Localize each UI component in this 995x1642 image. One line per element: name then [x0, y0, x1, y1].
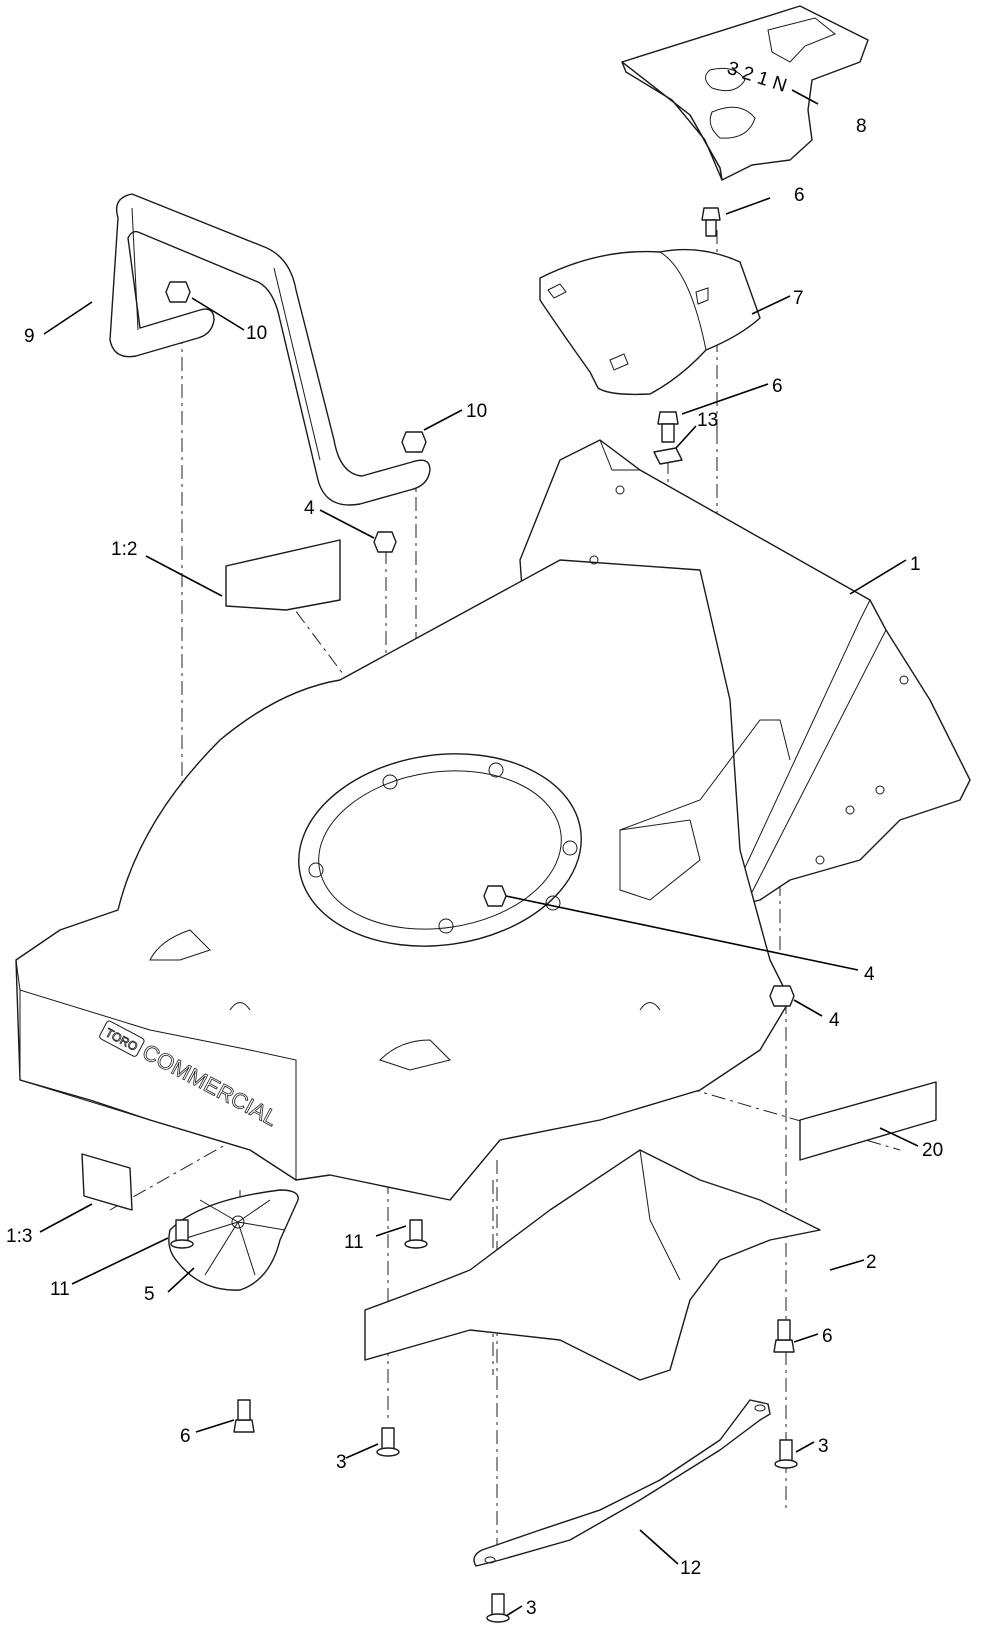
callout-labels: 8 6 7 9 10 10 6 13 4 1 1:2 4 4 20 1:3 11… [6, 116, 943, 1619]
callout-10: 10 [466, 401, 487, 422]
decal-part-1-2 [225, 539, 341, 611]
callout-4: 4 [829, 1010, 840, 1031]
skid-part-12 [473, 1399, 771, 1567]
decal-part-20 [799, 1081, 937, 1161]
decal-part-1-3 [81, 1153, 133, 1211]
callout-20: 20 [922, 1140, 943, 1161]
callout-3: 3 [336, 1452, 347, 1473]
plug-part-5 [168, 1189, 299, 1291]
callout-11: 11 [344, 1232, 364, 1253]
handle-bar-part-9 [109, 193, 431, 506]
baffle-part-2 [364, 1149, 821, 1381]
leader-lines [39, 89, 919, 1617]
callout-12: 12 [680, 1558, 701, 1579]
callout-10: 10 [246, 323, 267, 344]
fasteners [165, 207, 798, 1623]
callout-9: 9 [24, 326, 35, 347]
callout-4: 4 [864, 964, 875, 985]
callout-6: 6 [772, 376, 783, 397]
callout-6: 6 [822, 1326, 833, 1347]
cover-part-7 [539, 248, 761, 396]
callout-4: 4 [304, 498, 315, 519]
callout-13: 13 [697, 410, 718, 431]
callout-11: 11 [50, 1279, 70, 1300]
shift-plate-part-8: 3 2 1 N [621, 5, 869, 181]
callout-3: 3 [526, 1598, 537, 1619]
callout-1: 1 [910, 554, 921, 575]
callout-8: 8 [856, 116, 867, 137]
callout-3: 3 [818, 1436, 829, 1457]
callout-6: 6 [180, 1426, 191, 1447]
callout-5: 5 [144, 1284, 155, 1305]
callout-7: 7 [793, 288, 804, 309]
callout-2: 2 [866, 1252, 877, 1273]
mower-housing-part-1: TORO COMMERCIAL [15, 439, 971, 1201]
callout-1-3: 1:3 [6, 1226, 32, 1247]
callout-6: 6 [794, 185, 805, 206]
callout-1-2: 1:2 [111, 539, 137, 560]
